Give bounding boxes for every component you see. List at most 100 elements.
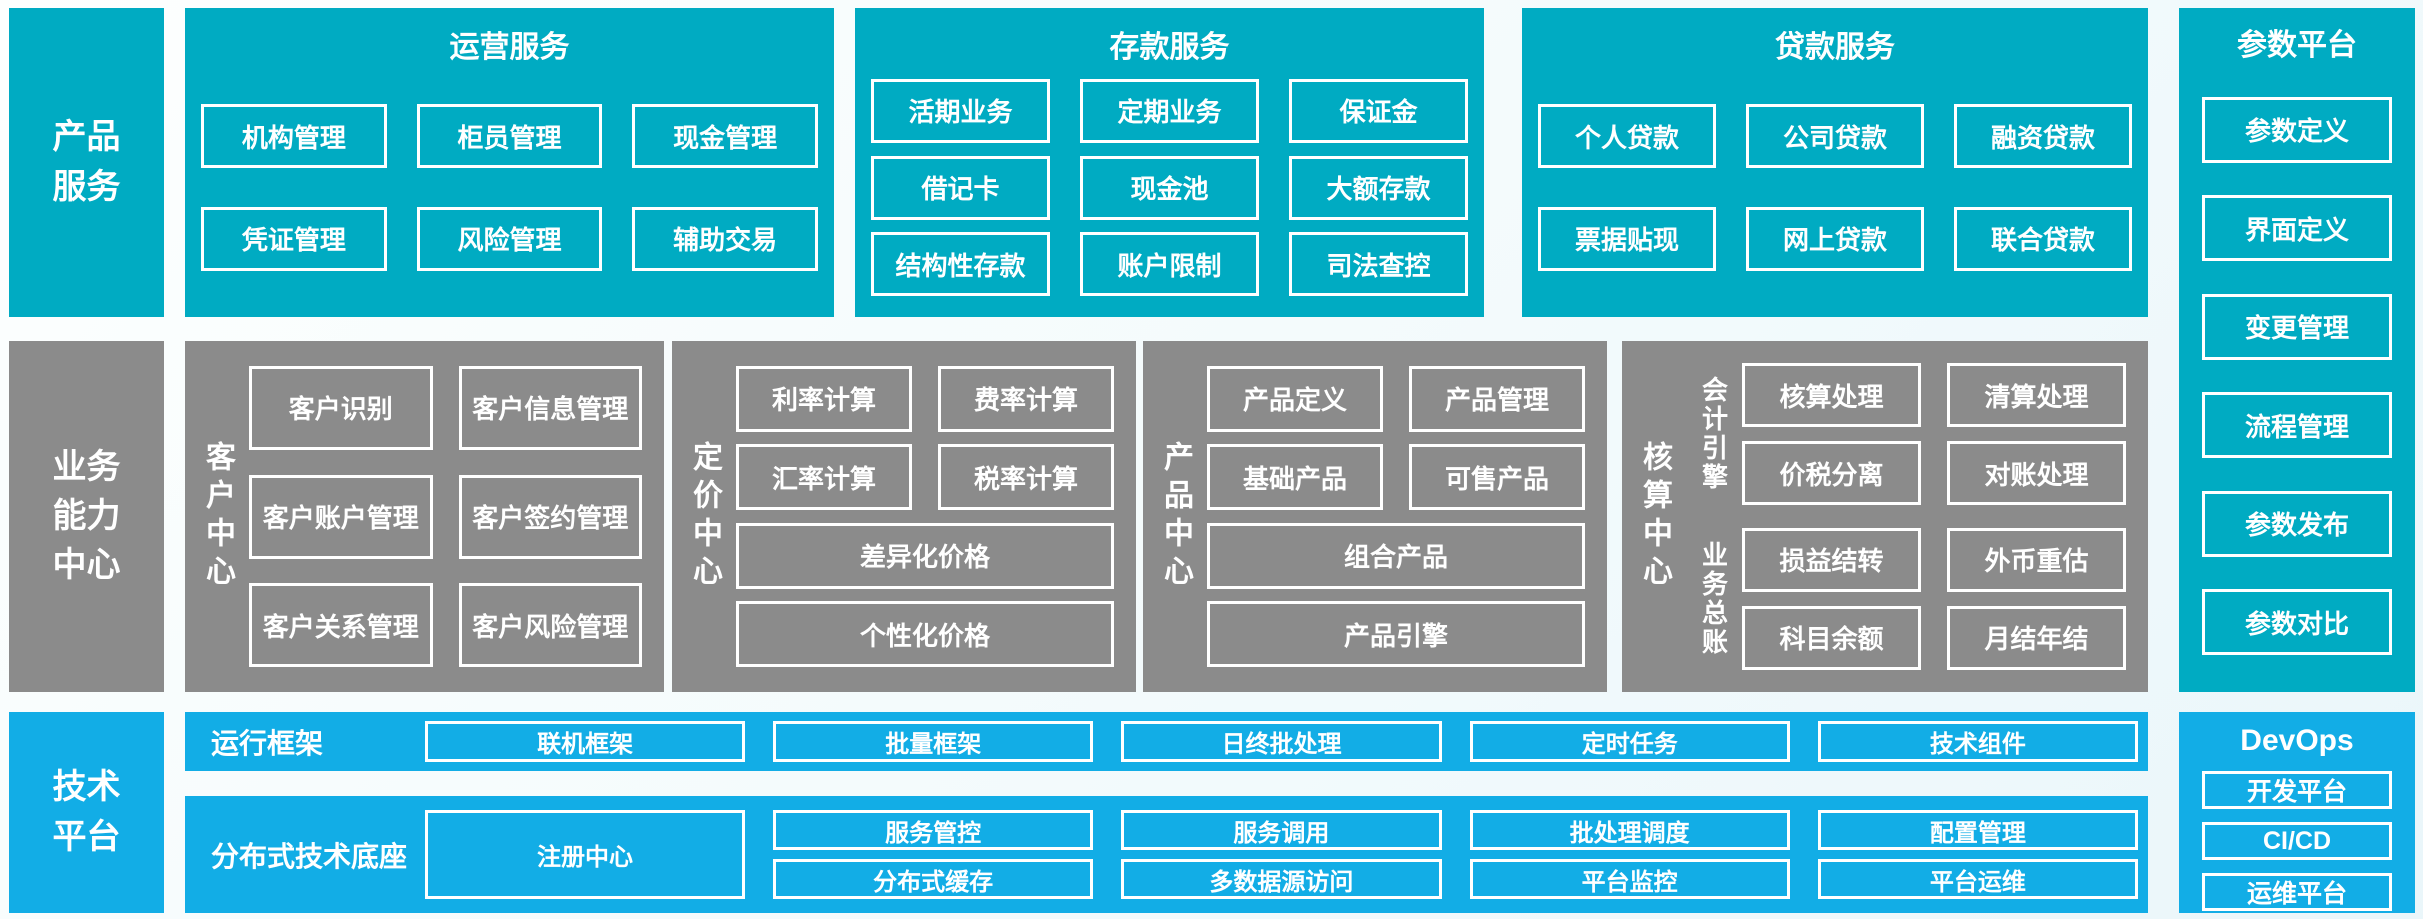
parameter-box: 参数对比 xyxy=(2202,589,2392,656)
accounting-groups: 会计引擎 核算处理 清算处理 价税分离 对账处理 业务总账 损益结转 外币重估 … xyxy=(1686,341,2148,692)
accounting-box: 清算处理 xyxy=(1947,363,2126,428)
parameter-box: 参数发布 xyxy=(2202,490,2392,557)
section-deposit-services: 存款服务 活期业务 定期业务 保证金 借记卡 现金池 大额存款 结构性存款 账户… xyxy=(855,8,1484,317)
section-parameter-platform: 参数平台 参数定义 界面定义 变更管理 流程管理 参数发布 参数对比 xyxy=(2179,8,2415,692)
customer-center-label: 客户中心 xyxy=(185,341,249,692)
deposit-box: 现金池 xyxy=(1080,155,1259,220)
accounting-box: 科目余额 xyxy=(1742,605,1921,670)
accounting-center-label: 核算中心 xyxy=(1622,341,1686,692)
parameter-box: 变更管理 xyxy=(2202,293,2392,360)
section-operations-services: 运营服务 机构管理 柜员管理 现金管理 凭证管理 风险管理 辅助交易 xyxy=(185,8,834,317)
accounting-engine-label: 会计引擎 xyxy=(1686,363,1742,505)
distributed-box: 平台监控 xyxy=(1469,859,1790,899)
operations-grid: 机构管理 柜员管理 现金管理 凭证管理 风险管理 辅助交易 xyxy=(185,66,834,309)
accounting-engine-grid: 核算处理 清算处理 价税分离 对账处理 xyxy=(1742,363,2126,506)
section-title: 参数平台 xyxy=(2237,29,2357,62)
sidebar-label-business-capability-center: 业务 能力 中心 xyxy=(9,341,164,692)
customer-box: 客户关系管理 xyxy=(249,583,433,668)
business-ledger-group: 业务总账 损益结转 外币重估 科目余额 月结年结 xyxy=(1686,527,2126,670)
operations-box: 现金管理 xyxy=(632,104,818,169)
bar-distributed-tech-base: 分布式技术底座 注册中心 服务管控 服务调用 批处理调度 配置管理 分布式缓存 … xyxy=(185,796,2148,913)
parameter-box: 参数定义 xyxy=(2202,96,2392,163)
devops-box: CI/CD xyxy=(2202,822,2392,860)
product-row: 基础产品 可售产品 xyxy=(1207,444,1585,511)
runtime-boxes: 联机框架 批量框架 日终批处理 定时任务 技术组件 xyxy=(425,721,2148,762)
distributed-box: 服务调用 xyxy=(1121,810,1442,850)
sidebar-label-line: 平台 xyxy=(52,817,121,856)
loan-box: 个人贷款 xyxy=(1538,104,1716,169)
bar-runtime-framework: 运行框架 联机框架 批量框架 日终批处理 定时任务 技术组件 xyxy=(185,712,2148,771)
product-box-wide: 组合产品 xyxy=(1207,522,1585,589)
deposit-box: 保证金 xyxy=(1289,78,1468,143)
product-box: 基础产品 xyxy=(1207,444,1383,511)
deposit-box: 司法查控 xyxy=(1289,232,1468,297)
runtime-box: 定时任务 xyxy=(1469,721,1790,762)
distributed-box: 批处理调度 xyxy=(1469,810,1790,850)
pricing-box-wide: 个性化价格 xyxy=(736,601,1114,668)
customer-box: 客户识别 xyxy=(249,365,433,450)
pricing-row: 利率计算 费率计算 xyxy=(736,365,1114,432)
sidebar-label-line: 中心 xyxy=(52,546,121,585)
vertical-title: 定价中心 xyxy=(688,440,721,593)
distributed-grid: 服务管控 服务调用 批处理调度 配置管理 分布式缓存 多数据源访问 平台监控 平… xyxy=(773,810,2138,899)
runtime-box: 日终批处理 xyxy=(1121,721,1442,762)
section-title: 贷款服务 xyxy=(1775,31,1895,64)
deposit-box: 定期业务 xyxy=(1080,78,1259,143)
deposit-box: 活期业务 xyxy=(871,78,1050,143)
product-row: 组合产品 xyxy=(1207,522,1585,589)
deposit-box: 账户限制 xyxy=(1080,232,1259,297)
accounting-box: 核算处理 xyxy=(1742,363,1921,428)
section-loan-services: 贷款服务 个人贷款 公司贷款 融资贷款 票据贴现 网上贷款 联合贷款 xyxy=(1522,8,2148,317)
product-center-label: 产品中心 xyxy=(1143,341,1207,692)
pricing-stack: 利率计算 费率计算 汇率计算 税率计算 差异化价格 个性化价格 xyxy=(736,341,1136,692)
customer-grid: 客户识别 客户信息管理 客户账户管理 客户签约管理 客户关系管理 客户风险管理 xyxy=(249,341,664,692)
loan-grid: 个人贷款 公司贷款 融资贷款 票据贴现 网上贷款 联合贷款 xyxy=(1522,66,2148,309)
registry-center-box: 注册中心 xyxy=(425,810,745,899)
pricing-box: 费率计算 xyxy=(938,365,1114,432)
product-row: 产品定义 产品管理 xyxy=(1207,365,1585,432)
sidebar-label-line: 服务 xyxy=(52,167,121,206)
product-row: 产品引擎 xyxy=(1207,601,1585,668)
vertical-title: 产品中心 xyxy=(1159,440,1192,593)
distributed-box: 配置管理 xyxy=(1817,810,2138,850)
business-ledger-label: 业务总账 xyxy=(1686,528,1742,670)
runtime-box: 联机框架 xyxy=(425,721,746,762)
customer-box: 客户签约管理 xyxy=(458,474,642,559)
devops-box: 开发平台 xyxy=(2202,771,2392,809)
section-devops: DevOps 开发平台 CI/CD 运维平台 xyxy=(2179,712,2415,913)
parameter-box: 界面定义 xyxy=(2202,195,2392,262)
loan-box: 融资贷款 xyxy=(1954,104,2132,169)
pricing-box: 税率计算 xyxy=(938,444,1114,511)
distributed-box: 服务管控 xyxy=(773,810,1094,850)
customer-box: 客户账户管理 xyxy=(249,474,433,559)
runtime-box: 技术组件 xyxy=(1817,721,2139,762)
accounting-engine-group: 会计引擎 核算处理 清算处理 价税分离 对账处理 xyxy=(1686,363,2126,506)
product-box: 产品管理 xyxy=(1409,365,1585,432)
section-accounting-center: 核算中心 会计引擎 核算处理 清算处理 价税分离 对账处理 业务总账 损 xyxy=(1622,341,2148,692)
loan-box: 联合贷款 xyxy=(1954,206,2132,271)
pricing-box: 汇率计算 xyxy=(736,444,912,511)
pricing-row: 差异化价格 xyxy=(736,522,1114,589)
parameter-box: 流程管理 xyxy=(2202,392,2392,459)
section-title: DevOps xyxy=(2240,724,2354,757)
deposit-box: 结构性存款 xyxy=(871,232,1050,297)
sidebar-label-line: 产品 xyxy=(52,118,121,157)
section-pricing-center: 定价中心 利率计算 费率计算 汇率计算 税率计算 差异化价格 个性化价格 xyxy=(672,341,1136,692)
deposit-box: 借记卡 xyxy=(871,155,1050,220)
deposit-grid: 活期业务 定期业务 保证金 借记卡 现金池 大额存款 结构性存款 账户限制 司法… xyxy=(855,66,1484,309)
bar-label: 运行框架 xyxy=(211,727,324,759)
devops-box: 运维平台 xyxy=(2202,873,2392,911)
distributed-box: 多数据源访问 xyxy=(1121,859,1442,899)
customer-box: 客户信息管理 xyxy=(458,365,642,450)
deposit-box: 大额存款 xyxy=(1289,155,1468,220)
operations-box: 凭证管理 xyxy=(201,206,387,271)
pricing-center-label: 定价中心 xyxy=(672,341,736,692)
bar-label: 分布式技术底座 xyxy=(211,840,408,872)
distributed-boxes: 注册中心 服务管控 服务调用 批处理调度 配置管理 分布式缓存 多数据源访问 平… xyxy=(425,810,2148,899)
section-title: 存款服务 xyxy=(1109,31,1230,64)
product-stack: 产品定义 产品管理 基础产品 可售产品 组合产品 产品引擎 xyxy=(1207,341,1607,692)
product-box: 产品定义 xyxy=(1207,365,1383,432)
accounting-box: 损益结转 xyxy=(1742,527,1921,592)
operations-box: 辅助交易 xyxy=(632,206,818,271)
sidebar-label-product-services: 产品 服务 xyxy=(9,8,164,317)
